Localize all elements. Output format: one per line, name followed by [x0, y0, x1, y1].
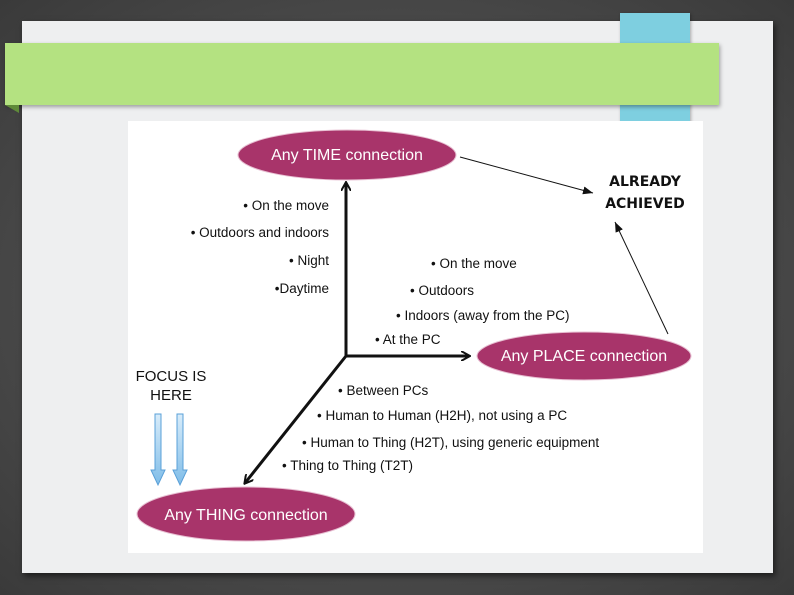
time-item: • Outdoors and indoors	[190, 225, 329, 240]
time-item: • Night	[289, 253, 329, 268]
time-node-label: Any TIME connection	[271, 147, 423, 164]
already-achieved-note: ALREADY ACHIEVED	[598, 171, 692, 215]
time-node	[237, 129, 457, 181]
thing-item: • Human to Thing (H2T), using generic eq…	[302, 435, 600, 450]
place-node	[476, 331, 692, 381]
already-line-2: ACHIEVED	[605, 196, 685, 212]
focus-note: FOCUS IS HERE	[124, 367, 218, 405]
focus-arrow-left	[150, 413, 166, 487]
focus-arrow-right	[172, 413, 188, 487]
thing-item: • Thing to Thing (T2T)	[282, 458, 414, 473]
thing-item: • Between PCs	[338, 383, 429, 398]
thing-node-label: Any THING connection	[164, 507, 327, 524]
place-item: • Outdoors	[410, 283, 475, 298]
place-item: • At the PC	[375, 332, 441, 347]
thing-item: • Human to Human (H2H), not using a PC	[317, 408, 568, 423]
focus-line-1: FOCUS IS	[135, 368, 207, 385]
time-to-achieved-arrow	[459, 156, 594, 195]
already-line-1: ALREADY	[609, 174, 681, 190]
title-bar	[5, 43, 719, 105]
place-item: • On the move	[431, 256, 517, 271]
place-item: • Indoors (away from the PC)	[396, 308, 570, 323]
focus-line-2: HERE	[150, 387, 192, 404]
place-node-label: Any PLACE connection	[501, 348, 667, 365]
place-to-achieved-arrow	[614, 221, 669, 335]
thing-axis	[245, 355, 348, 483]
time-item: • On the move	[243, 198, 329, 213]
thing-node	[136, 486, 356, 542]
title-bar-fold	[5, 105, 19, 113]
time-item: •Daytime	[274, 281, 329, 296]
